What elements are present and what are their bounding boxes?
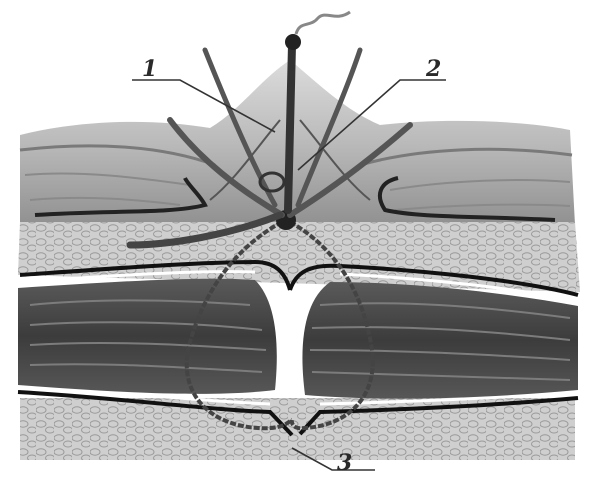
callout-3: 3 xyxy=(337,450,352,476)
callout-2: 2 xyxy=(425,56,441,82)
callout-1: 1 xyxy=(142,56,157,82)
muscle-layer xyxy=(18,279,578,399)
